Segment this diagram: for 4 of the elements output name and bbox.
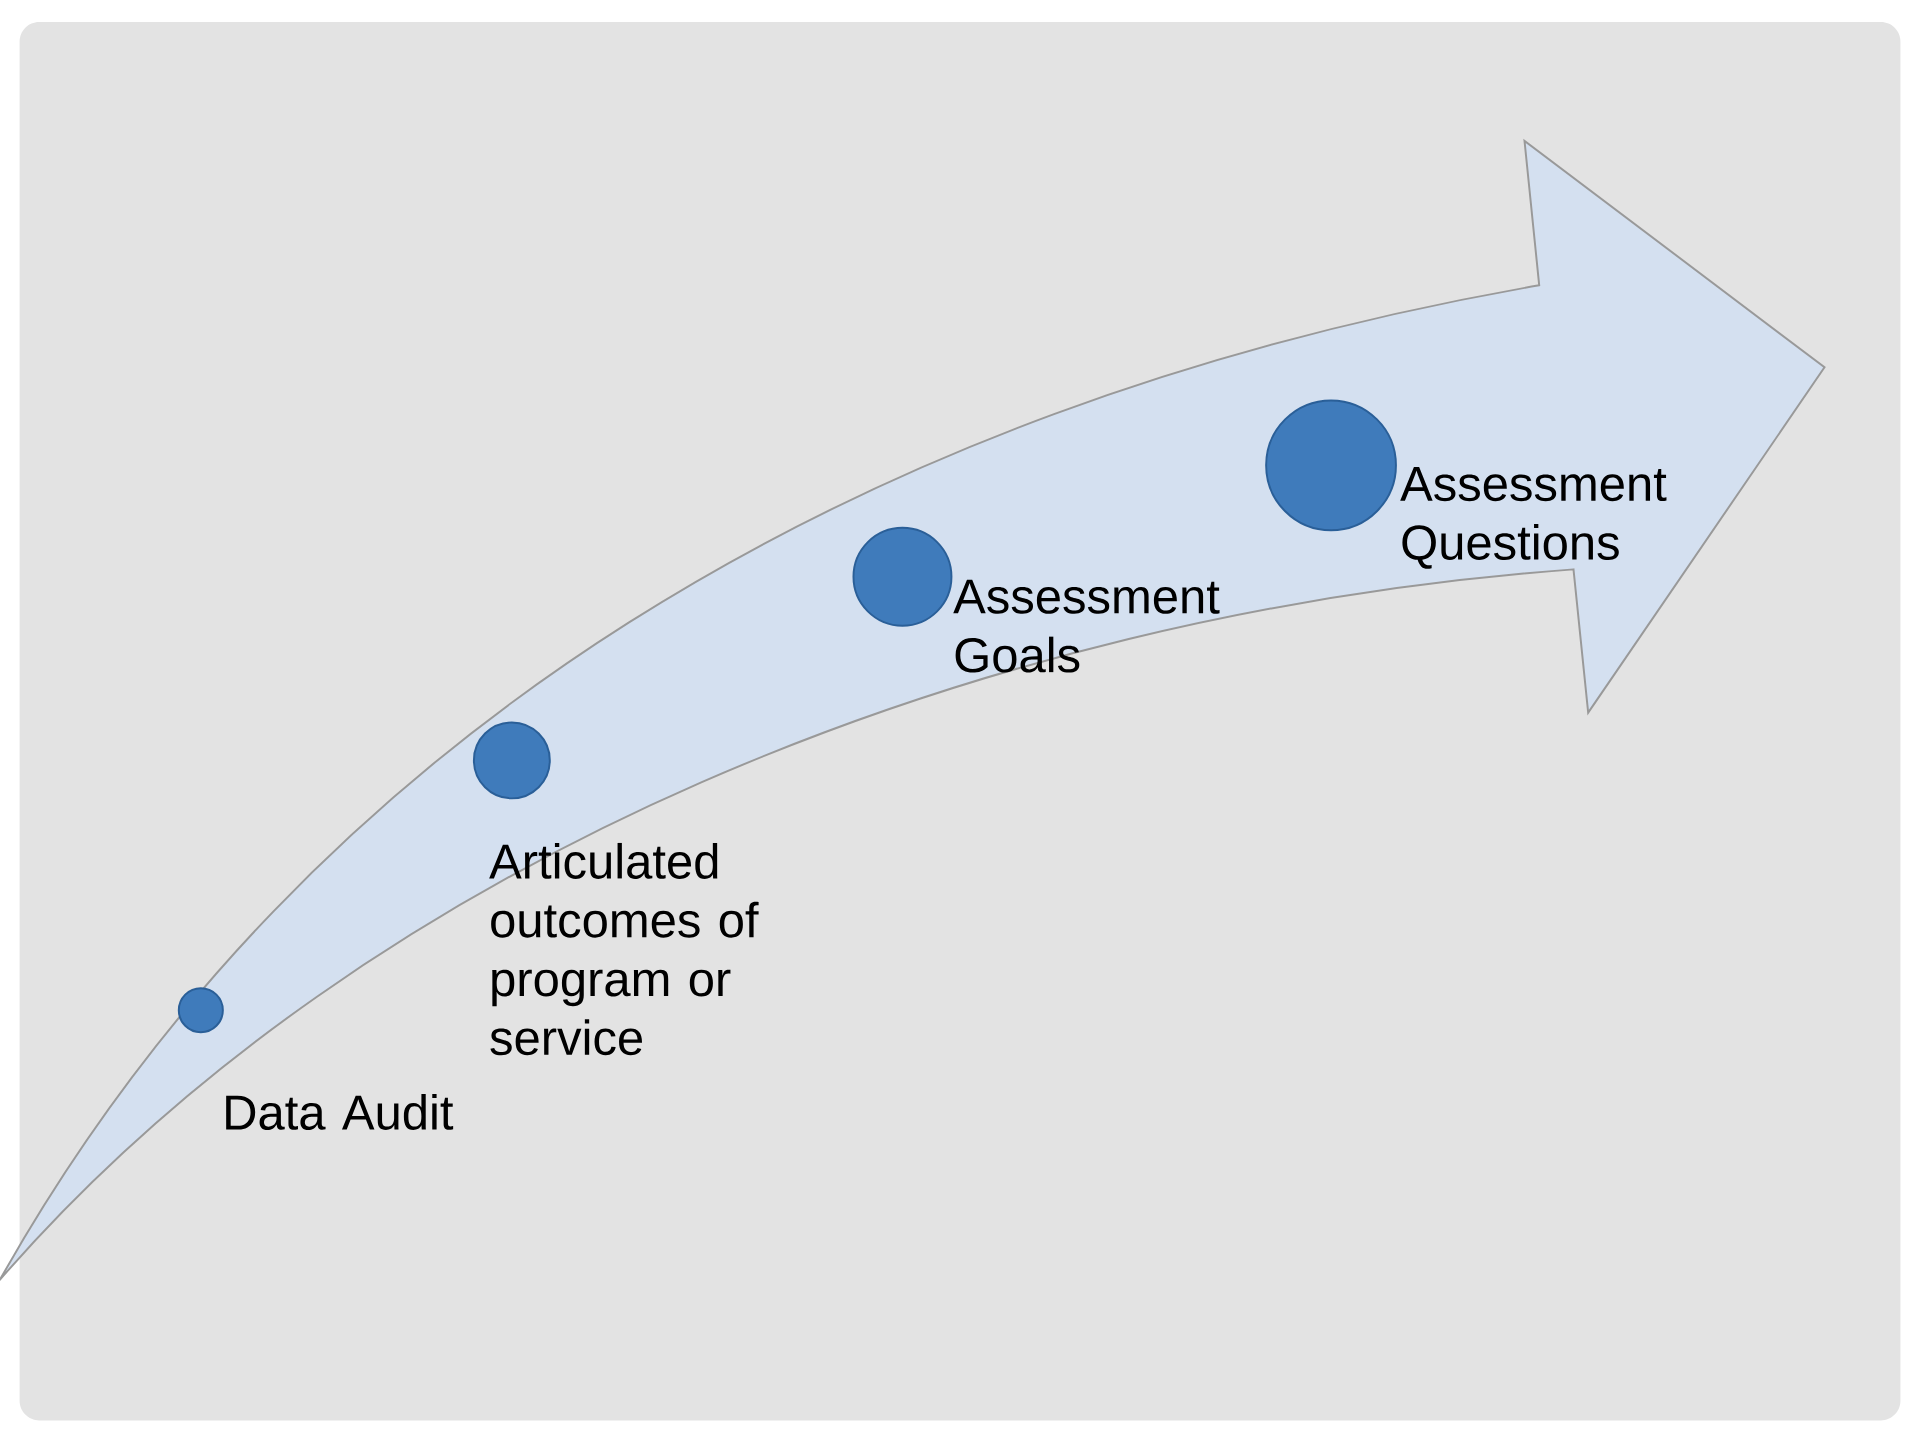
step-label: Assessment Goals	[953, 579, 1220, 673]
step-label: Articulated outcomes of program or service	[489, 842, 759, 1056]
step-label: Data Audit	[226, 1093, 454, 1130]
step-label: Assessment Questions	[1400, 467, 1667, 569]
